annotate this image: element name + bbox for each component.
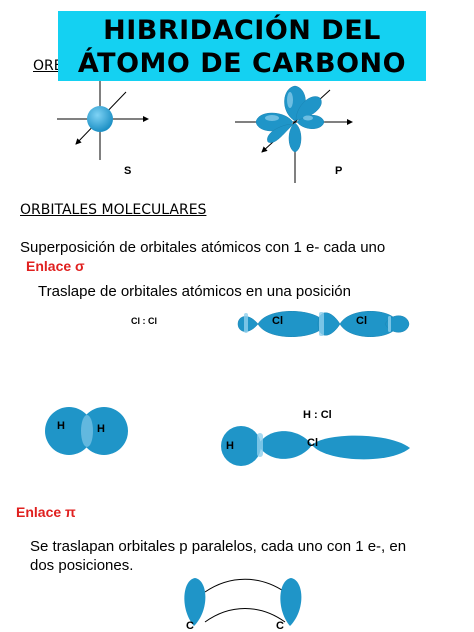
title-line-2-overlay: ÁTOMO DE CARBONO: [77, 48, 407, 79]
s-orbital-label: S: [124, 165, 132, 177]
clcl-formula: Cl : Cl: [131, 316, 157, 326]
title-line-1-overlay: HIBRIDACIÓN DEL: [103, 15, 381, 46]
cl-atom-label-left: Cl: [272, 315, 283, 327]
p-orbital-label: P: [335, 165, 343, 177]
superposition-text: Superposición de orbitales atómicos con …: [20, 239, 386, 256]
cl-atom-label-hcl: Cl: [307, 437, 318, 449]
title-banner-text: HIBRIDACIÓN DEL ÁTOMO DE CARBONO: [58, 11, 426, 81]
h-atom-label-left: H: [57, 420, 65, 432]
sigma-bond-heading: Enlace σ: [26, 258, 85, 274]
molecular-orbitals-heading: ORBITALES MOLECULARES: [20, 202, 207, 218]
c-atom-label-left: C: [186, 620, 194, 632]
pi-bond-heading: Enlace π: [16, 504, 76, 520]
hcl-formula: H : Cl: [303, 409, 332, 421]
pi-description-line-1: Se traslapan orbitales p paralelos, cada…: [30, 538, 407, 555]
sigma-description: Traslape de orbitales atómicos en una po…: [38, 283, 351, 300]
cl-atom-label-right: Cl: [356, 315, 367, 327]
h-atom-label-hcl: H: [226, 440, 234, 452]
pi-description-line-2: dos posiciones.: [30, 557, 134, 574]
title-banner-overlay: [58, 11, 426, 81]
p-orbital-highlights: [265, 92, 313, 121]
c-atom-label-right: C: [276, 620, 284, 632]
s-orbital-sphere: [87, 106, 113, 132]
h-atom-label-right: H: [97, 423, 105, 435]
